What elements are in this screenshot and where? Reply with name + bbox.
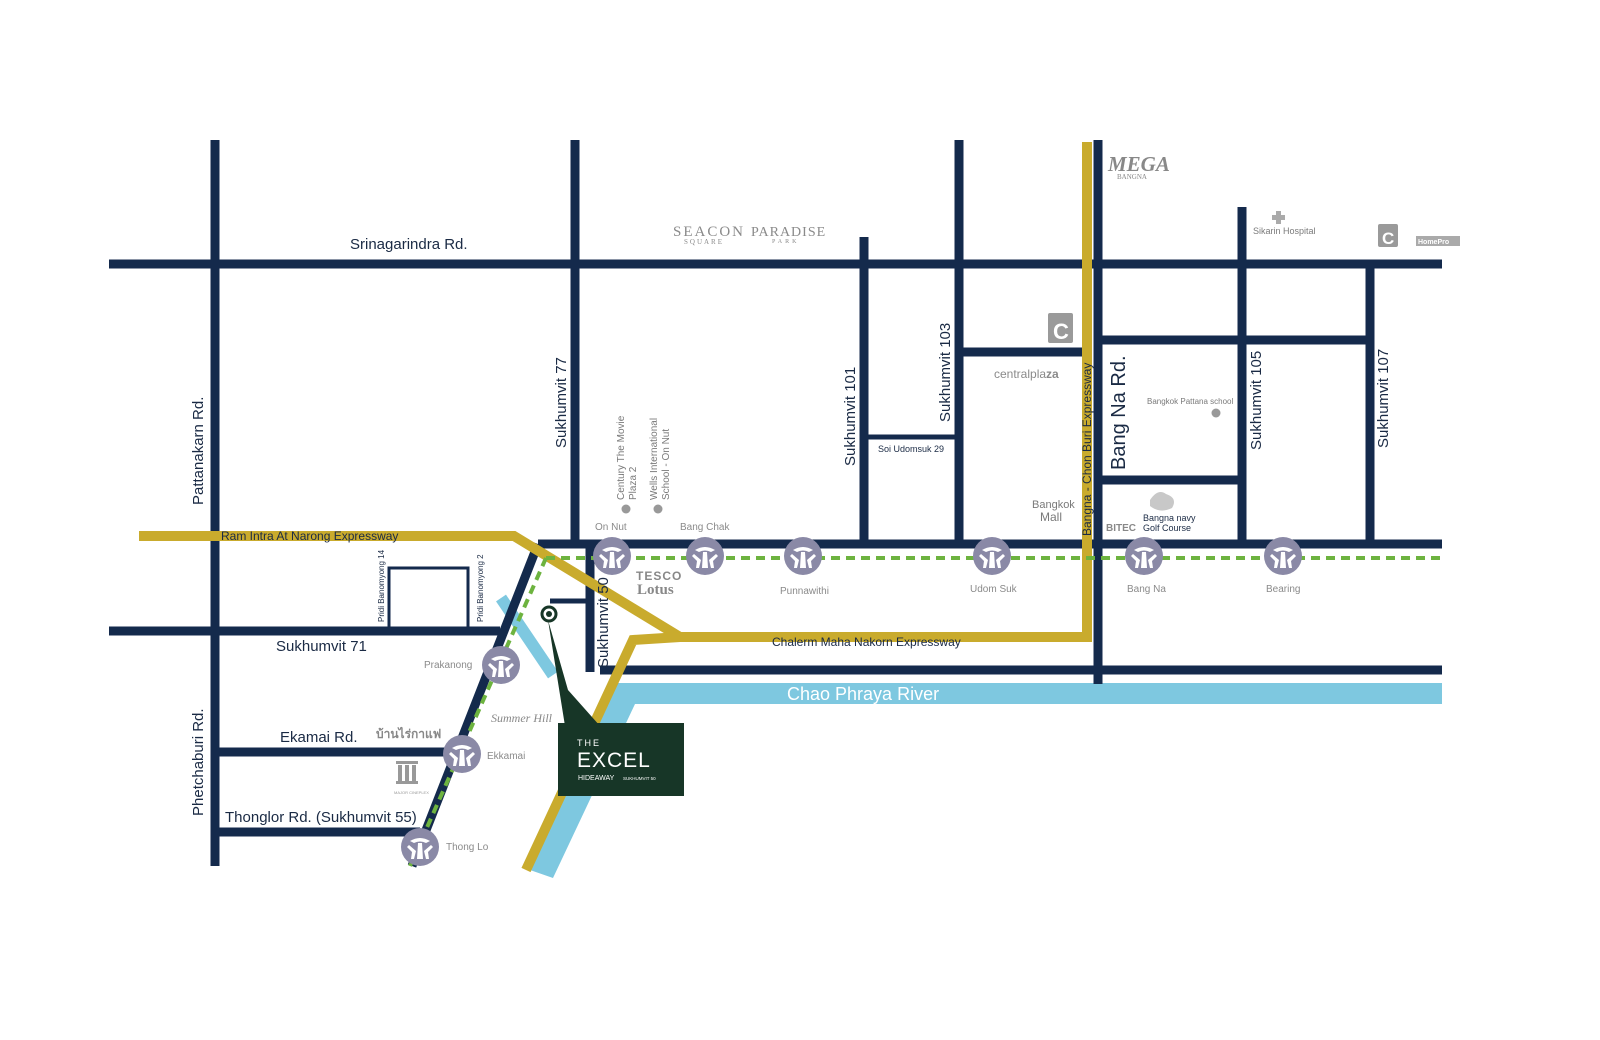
logo-thai: บ้านไร่กาแฟ bbox=[376, 726, 441, 741]
station-on-nut: On Nut bbox=[595, 522, 627, 533]
station-bang-chak: Bang Chak bbox=[680, 522, 730, 533]
bts-station-icon bbox=[1125, 537, 1163, 575]
label-sukhumvit105: Sukhumvit 105 bbox=[1248, 351, 1265, 450]
label-ekamai: Ekamai Rd. bbox=[280, 729, 358, 746]
bts-line bbox=[408, 556, 1442, 867]
label-phetchaburi: Phetchaburi Rd. bbox=[190, 708, 207, 816]
road-pridi-block bbox=[387, 566, 470, 630]
station-punnawithi: Punnawithi bbox=[780, 586, 829, 597]
hospital-cross-icon bbox=[1272, 211, 1285, 224]
logo-bigc-mid bbox=[1048, 313, 1073, 343]
road-network bbox=[109, 140, 1442, 868]
project-sub1: HIDEAWAY bbox=[578, 775, 615, 782]
poi-golf-line1: Bangna navy bbox=[1143, 513, 1196, 523]
logo-tesco: TESCO bbox=[636, 569, 682, 583]
label-sukhumvit50: Sukhumvit 50 bbox=[595, 577, 612, 668]
expressway-chalerm bbox=[680, 142, 1092, 642]
logo-seacon-sub: SQUARE bbox=[684, 238, 724, 246]
road-sukhumvit-diag bbox=[407, 542, 543, 868]
station-thong-lo: Thong Lo bbox=[446, 842, 489, 853]
label-sukhumvit103: Sukhumvit 103 bbox=[937, 323, 954, 422]
label-bangna-rd: Bang Na Rd. bbox=[1108, 355, 1130, 470]
bts-station-icon bbox=[1264, 537, 1302, 575]
label-chalerm: Chalerm Maha Nakorn Expressway bbox=[772, 635, 961, 649]
station-ekkamai: Ekkamai bbox=[487, 751, 525, 762]
logo-mega-sub: BANGNA bbox=[1117, 173, 1147, 181]
bts-station-icon bbox=[482, 646, 520, 684]
poi-wells-line1: Wells International bbox=[649, 418, 660, 500]
points-of-interest: Century The Movie Plaza 2 Wells Internat… bbox=[616, 211, 1316, 533]
svg-text:MAJOR CINEPLEX: MAJOR CINEPLEX bbox=[394, 790, 429, 795]
brand-logos: MEGA BANGNA SEACON SQUARE PARADISE PARK … bbox=[376, 152, 1460, 795]
label-sukhumvit77: Sukhumvit 77 bbox=[553, 357, 570, 448]
logo-homepro-text: HomePro bbox=[1418, 239, 1449, 246]
poi-wells-line2: School - On Nut bbox=[661, 429, 672, 500]
station-udom-suk: Udom Suk bbox=[970, 584, 1018, 595]
location-pin-icon bbox=[540, 605, 600, 726]
logo-paradise-sub: PARK bbox=[772, 239, 799, 245]
label-bangna-chonburi: Bangna - Chon Buri Expressway bbox=[1080, 363, 1094, 536]
label-sukhumvit71: Sukhumvit 71 bbox=[276, 638, 367, 655]
label-pridi14: Pridi Banomyong 14 bbox=[377, 549, 386, 622]
logo-lotus: Lotus bbox=[637, 582, 674, 598]
bts-station-icon bbox=[973, 537, 1011, 575]
bts-station-icon bbox=[401, 828, 439, 866]
logo-central: centralplaza bbox=[994, 367, 1059, 381]
label-pattanakarn: Pattanakarn Rd. bbox=[190, 397, 207, 505]
bts-station-icon bbox=[593, 537, 631, 575]
label-ram-intra: Ram Intra At Narong Expressway bbox=[221, 529, 398, 543]
logo-homepro bbox=[1416, 236, 1460, 246]
poi-dot-icon bbox=[1211, 408, 1221, 418]
road-labels: Srinagarindra Rd. Pattanakarn Rd. Phetch… bbox=[190, 236, 1392, 826]
poi-dot-icon bbox=[653, 504, 663, 514]
bts-station-icon bbox=[784, 537, 822, 575]
bts-stations: On Nut Bang Chak Punnawithi Udom Suk Ban… bbox=[401, 522, 1302, 866]
logo-bitec: BITEC bbox=[1106, 523, 1136, 534]
label-sukhumvit107: Sukhumvit 107 bbox=[1375, 349, 1392, 448]
logo-paradise: PARADISE bbox=[751, 225, 826, 240]
label-soi-udomsuk: Soi Udomsuk 29 bbox=[878, 444, 944, 454]
golf-course-icon bbox=[1150, 492, 1174, 511]
poi-century-line2: Plaza 2 bbox=[628, 466, 639, 500]
label-pridi2: Pridi Banomyong 2 bbox=[476, 554, 485, 622]
logo-seacon: SEACON bbox=[673, 224, 745, 240]
poi-sikarin: Sikarin Hospital bbox=[1253, 226, 1316, 236]
bts-station-icon bbox=[443, 735, 481, 773]
logo-bigc-east-text: C bbox=[1382, 229, 1394, 248]
label-thonglor: Thonglor Rd. (Sukhumvit 55) bbox=[225, 809, 417, 826]
project-name: EXCEL bbox=[577, 749, 651, 772]
project-sub2: SUKHUMVIT 50 bbox=[623, 776, 656, 781]
logo-mega: MEGA bbox=[1107, 152, 1170, 176]
label-sukhumvit101: Sukhumvit 101 bbox=[842, 367, 859, 466]
logo-major-cineplex: MAJOR CINEPLEX bbox=[394, 761, 429, 795]
project-the: THE bbox=[577, 738, 601, 748]
station-bearing: Bearing bbox=[1266, 584, 1300, 595]
poi-century-line1: Century The Movie bbox=[616, 415, 627, 500]
expressway-ram-intra bbox=[139, 531, 683, 642]
logo-summer-hill: Summer Hill bbox=[491, 711, 553, 725]
bts-station-icon bbox=[686, 537, 724, 575]
project-label: THE EXCEL HIDEAWAY SUKHUMVIT 50 bbox=[558, 723, 684, 796]
poi-bangkok-pattana: Bangkok Pattana school bbox=[1147, 397, 1234, 406]
label-srinagarindra: Srinagarindra Rd. bbox=[350, 236, 468, 253]
poi-dot-icon bbox=[621, 504, 631, 514]
poi-bangkok-mall-line1: Bangkok bbox=[1032, 499, 1075, 511]
station-prakanong: Prakanong bbox=[424, 660, 472, 671]
label-river: Chao Phraya River bbox=[787, 684, 939, 704]
logo-bigc-mid-text: C bbox=[1053, 319, 1069, 344]
logo-bigc-east bbox=[1378, 224, 1398, 247]
poi-bangkok-mall-line2: Mall bbox=[1040, 510, 1062, 524]
station-bang-na: Bang Na bbox=[1127, 584, 1166, 595]
poi-golf-line2: Golf Course bbox=[1143, 523, 1191, 533]
